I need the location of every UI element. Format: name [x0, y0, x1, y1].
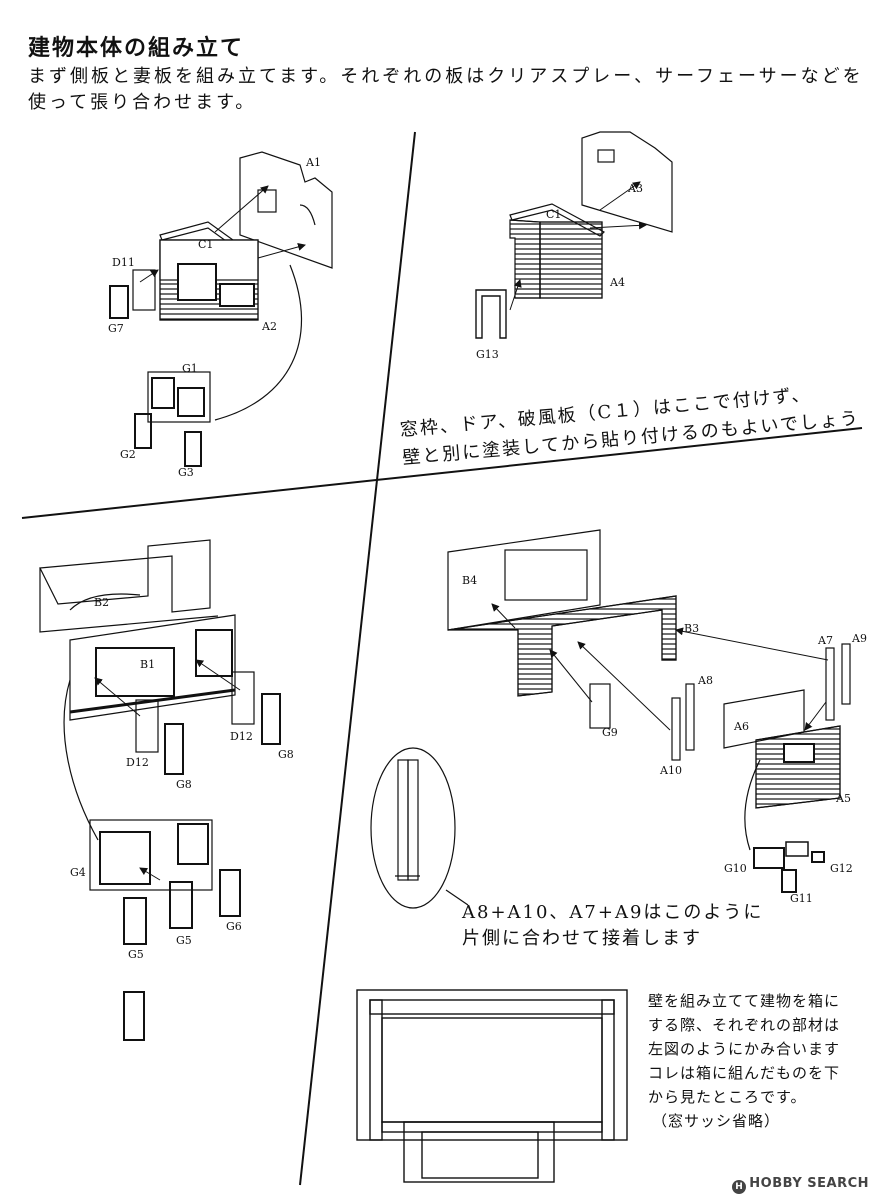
divider-horizontal	[21, 427, 863, 519]
bottom-right-assembly	[370, 529, 851, 909]
divider-diagonal	[299, 131, 416, 1186]
note-glue-tip-1: A8+A10、A7+A9はこのように	[461, 902, 763, 923]
label-A5: A5	[835, 792, 851, 805]
label-D11: D11	[112, 256, 135, 269]
label-G3: G3	[178, 466, 194, 479]
watermark-text: HOBBY SEARCH	[749, 1176, 869, 1191]
label-A9: A9	[851, 632, 867, 645]
label-B2: B2	[94, 596, 109, 609]
label-G8-a: G8	[176, 778, 192, 791]
label-A7: A7	[817, 634, 833, 647]
label-G12: G12	[830, 862, 853, 875]
label-D12-b: D12	[230, 730, 253, 743]
label-A3: A3	[627, 182, 643, 195]
label-G9: G9	[602, 726, 618, 739]
note-glue-tip-2: 片側に合わせて接着します	[462, 928, 702, 949]
label-G2: G2	[120, 448, 136, 461]
box-bottom-view	[356, 989, 628, 1183]
label-G10: G10	[724, 862, 747, 875]
label-D12-a: D12	[126, 756, 149, 769]
label-B1: B1	[140, 658, 155, 671]
note-box-tip-2: する際、それぞれの部材は	[648, 1016, 840, 1034]
label-G5-b: G5	[176, 934, 192, 947]
label-A6: A6	[733, 720, 749, 733]
label-G4: G4	[70, 866, 86, 879]
top-left-assembly	[109, 151, 333, 467]
label-A1: A1	[305, 156, 321, 169]
intro-text: まず側板と妻板を組み立てます。それぞれの板はクリアスプレー、サーフェーサーなどを…	[28, 66, 864, 113]
label-G13: G13	[476, 348, 499, 361]
top-right-assembly	[475, 131, 673, 339]
label-G6: G6	[226, 920, 242, 933]
note-box-tip-5: から見たところです。	[648, 1088, 807, 1106]
label-G8-b: G8	[278, 748, 294, 761]
label-C1-b: C1	[546, 208, 561, 221]
hobby-search-logo-icon: H	[732, 1180, 747, 1194]
label-A8: A8	[697, 674, 713, 687]
label-A4: A4	[609, 276, 625, 289]
label-G5-a: G5	[128, 948, 144, 961]
label-B4: B4	[462, 574, 477, 587]
label-G11: G11	[790, 892, 813, 905]
label-G1: G1	[182, 362, 198, 375]
label-B3: B3	[684, 622, 699, 635]
note-box-tip-6: （窓サッシ省略）	[652, 1112, 780, 1130]
page-title: 建物本体の組み立て	[28, 35, 245, 61]
label-C1-a: C1	[198, 238, 213, 251]
label-G7: G7	[108, 322, 124, 335]
label-A2: A2	[261, 320, 277, 333]
bottom-left-assembly	[39, 539, 281, 1041]
note-box-tip-4: コレは箱に組んだものを下	[648, 1064, 840, 1082]
label-A10: A10	[659, 764, 682, 777]
note-box-tip-1: 壁を組み立てて建物を箱に	[648, 992, 840, 1010]
note-box-tip-3: 左図のようにかみ合います	[648, 1040, 840, 1058]
